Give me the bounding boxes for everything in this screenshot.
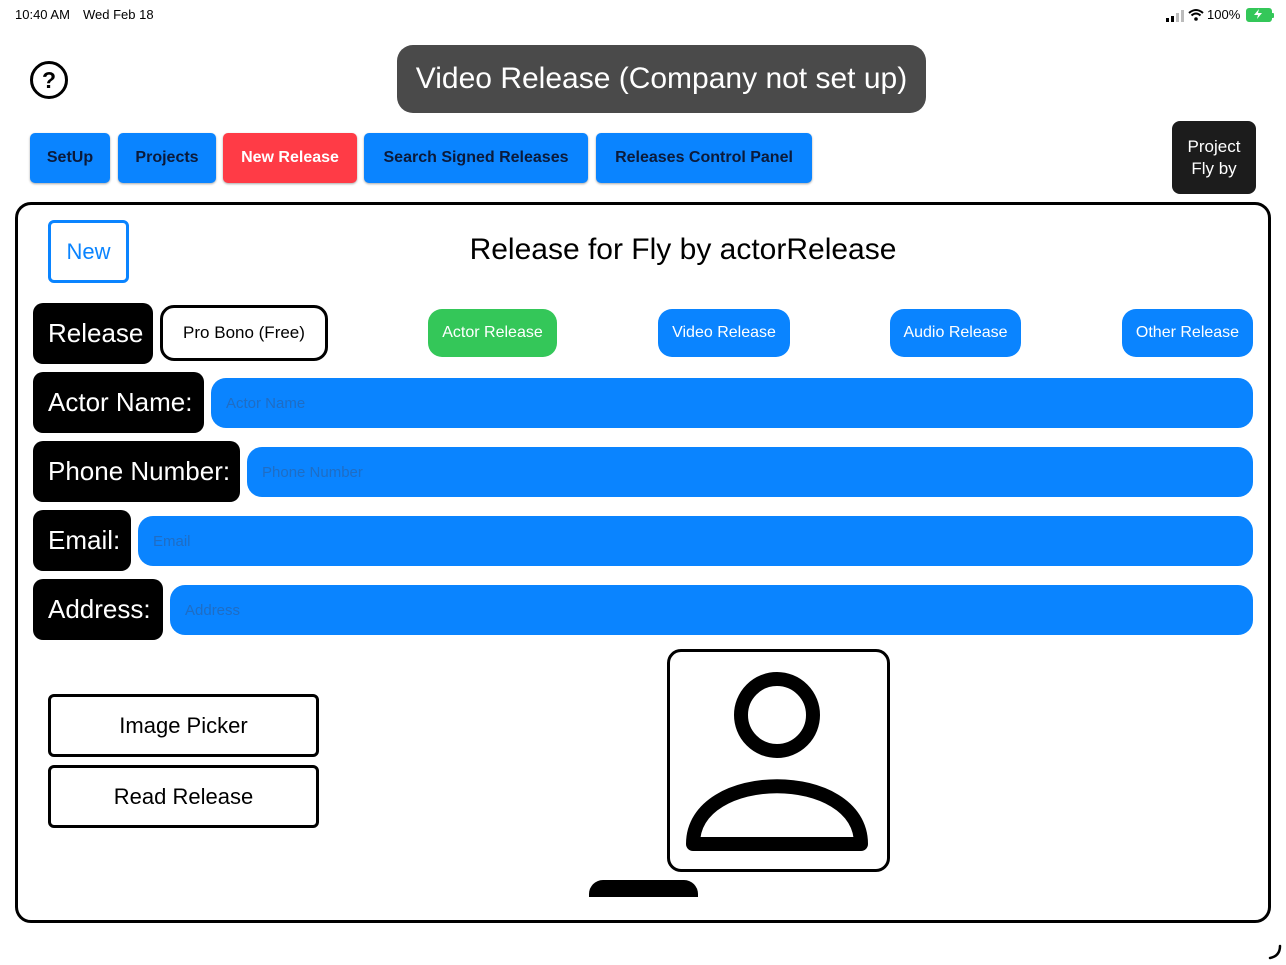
- bottom-handle: [589, 880, 698, 897]
- release-pricing-selector[interactable]: Pro Bono (Free): [160, 305, 328, 361]
- search-signed-releases-button[interactable]: Search Signed Releases: [364, 133, 588, 183]
- read-release-button[interactable]: Read Release: [48, 765, 319, 828]
- projects-button[interactable]: Projects: [118, 133, 216, 183]
- email-field[interactable]: [138, 516, 1253, 566]
- email-label: Email:: [33, 510, 131, 571]
- project-indicator-label: Project: [1187, 136, 1241, 156]
- other-release-button[interactable]: Other Release: [1122, 309, 1253, 357]
- person-placeholder-icon: [686, 672, 868, 851]
- releases-control-panel-button[interactable]: Releases Control Panel: [596, 133, 812, 183]
- phone-number-field[interactable]: [247, 447, 1253, 497]
- address-label: Address:: [33, 579, 163, 640]
- battery-charging-icon: [1246, 8, 1274, 22]
- actor-release-button[interactable]: Actor Release: [428, 309, 557, 357]
- phone-number-label: Phone Number:: [33, 441, 240, 502]
- page-title: Video Release (Company not set up): [397, 45, 926, 113]
- battery-percent: 100%: [1207, 7, 1241, 22]
- wifi-icon: [1188, 8, 1204, 21]
- project-indicator-name: Fly by: [1191, 158, 1237, 178]
- setup-button[interactable]: SetUp: [30, 133, 110, 183]
- video-release-button[interactable]: Video Release: [658, 309, 790, 357]
- svg-text:?: ?: [42, 67, 56, 93]
- image-picker-button[interactable]: Image Picker: [48, 694, 319, 757]
- new-release-form-button[interactable]: New: [48, 220, 129, 283]
- new-release-button[interactable]: New Release: [223, 133, 357, 183]
- cellular-signal-icon: [1166, 9, 1186, 22]
- resize-corner-icon: [1266, 944, 1282, 960]
- actor-name-field[interactable]: [211, 378, 1253, 428]
- actor-name-label: Actor Name:: [33, 372, 204, 433]
- status-time: 10:40 AM: [15, 7, 70, 22]
- release-form-title: Release for Fly by actorRelease: [469, 233, 897, 266]
- status-date: Wed Feb 18: [83, 7, 154, 22]
- release-label: Release: [33, 303, 153, 364]
- help-icon[interactable]: ?: [29, 60, 69, 100]
- project-indicator[interactable]: Project Fly by: [1172, 121, 1256, 194]
- actor-photo[interactable]: [667, 649, 890, 872]
- address-field[interactable]: [170, 585, 1253, 635]
- audio-release-button[interactable]: Audio Release: [890, 309, 1021, 357]
